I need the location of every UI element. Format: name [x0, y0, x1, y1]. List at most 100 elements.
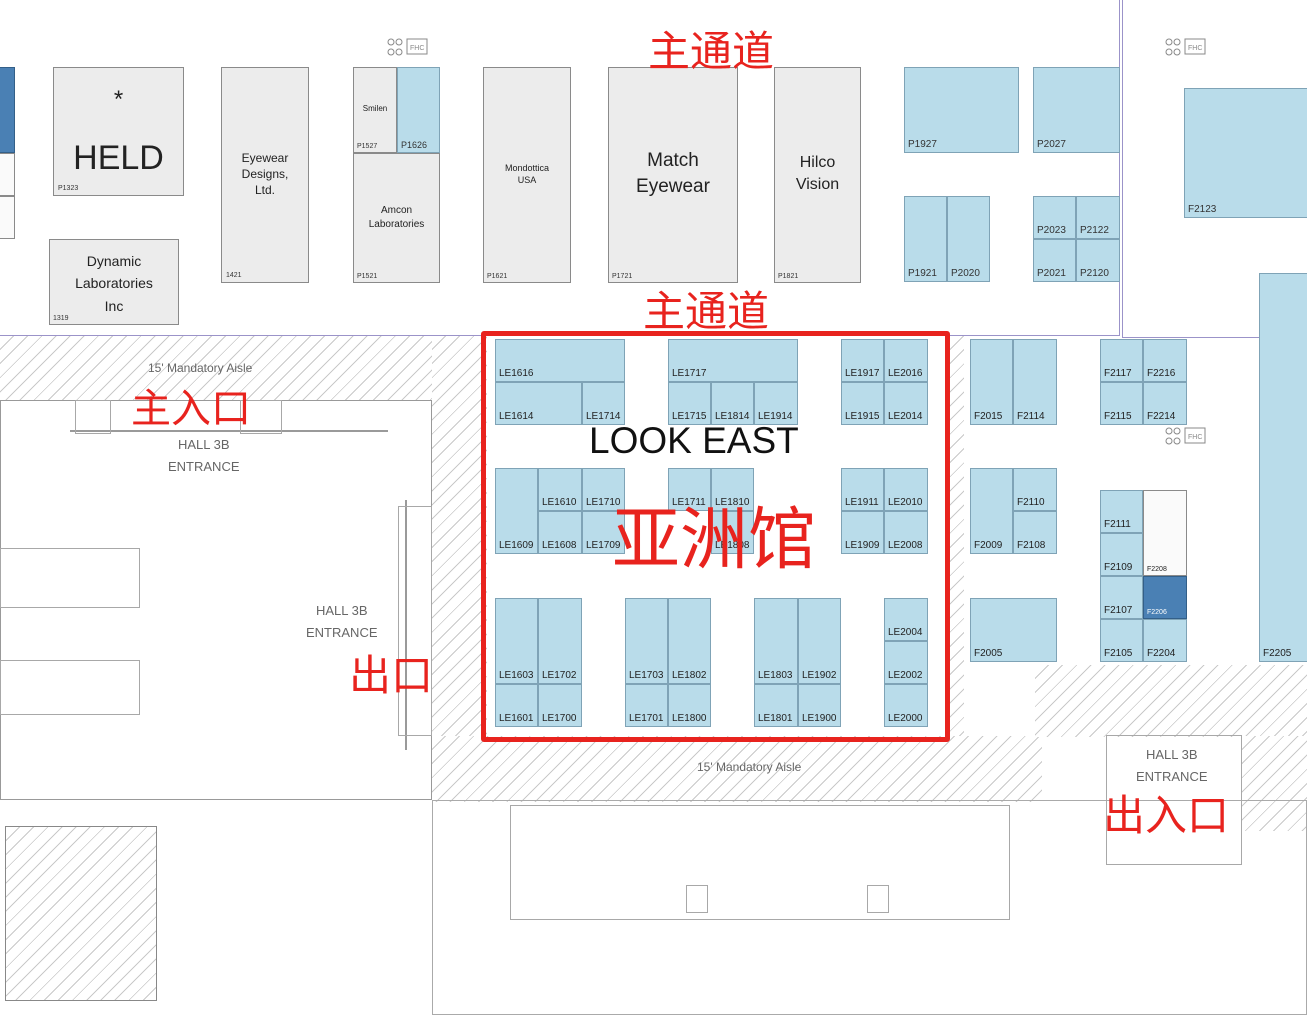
booth-le1914[interactable]: LE1914 — [754, 382, 798, 425]
booth-le1616[interactable]: LE1616 — [495, 339, 625, 382]
booth-p2021[interactable]: P2021 — [1033, 239, 1076, 282]
booth-id: LE1711 — [672, 497, 706, 508]
booth-f2110[interactable]: F2110 — [1013, 468, 1057, 511]
booth-f2208[interactable]: F2208 — [1143, 490, 1187, 576]
booth-id: LE1911 — [845, 497, 879, 508]
entrance-door-right — [240, 400, 282, 434]
booth-le1902[interactable]: LE1902 — [798, 598, 841, 684]
booth-le1810[interactable]: LE1810 — [711, 468, 754, 511]
booth-f2214[interactable]: F2214 — [1143, 382, 1187, 425]
booth-f2109[interactable]: F2109 — [1100, 533, 1143, 576]
booth-le1709[interactable]: LE1709 — [582, 511, 625, 554]
booth-le1915[interactable]: LE1915 — [841, 382, 884, 425]
booth-le1703[interactable]: LE1703 — [625, 598, 668, 684]
booth-id: LE1915 — [845, 411, 880, 422]
booth-le1715[interactable]: LE1715 — [668, 382, 711, 425]
booth-le1808[interactable]: LE1808 — [711, 511, 754, 554]
booth-f2206[interactable]: F2206 — [1143, 576, 1187, 619]
booth-le1814[interactable]: LE1814 — [711, 382, 754, 425]
booth-id: F2109 — [1104, 562, 1133, 573]
booth-f2123[interactable]: F2123 — [1184, 88, 1307, 218]
booth-f2108[interactable]: F2108 — [1013, 511, 1057, 554]
booth-id: F2123 — [1188, 204, 1217, 215]
booth-hilco-vision[interactable]: Hilco Vision P1821 — [774, 67, 861, 283]
hilco-vision-name: Hilco Vision — [795, 154, 840, 193]
mandatory-aisle-left — [432, 336, 487, 801]
booth-le2014[interactable]: LE2014 — [884, 382, 928, 425]
booth-le1917[interactable]: LE1917 — [841, 339, 884, 382]
booth-id: P2027 — [1037, 139, 1066, 150]
booth-partial-left-mid[interactable] — [0, 153, 15, 196]
booth-le2004[interactable]: LE2004 — [884, 598, 928, 641]
booth-f2111[interactable]: F2111 — [1100, 490, 1143, 533]
booth-p2023[interactable]: P2023 — [1033, 196, 1076, 239]
booth-le2002[interactable]: LE2002 — [884, 641, 928, 684]
booth-le2016[interactable]: LE2016 — [884, 339, 928, 382]
booth-p2120[interactable]: P2120 — [1076, 239, 1120, 282]
booth-f2216[interactable]: F2216 — [1143, 339, 1187, 382]
booth-le1700[interactable]: LE1700 — [538, 684, 582, 727]
seating-block-bottom — [0, 660, 140, 715]
entrance-wall-right — [405, 500, 407, 750]
booth-mondottica[interactable]: Mondottica USA P1621 — [483, 67, 571, 283]
booth-eyewear-designs[interactable]: Eyewear Designs, Ltd. 1421 — [221, 67, 309, 283]
booth-le1714[interactable]: LE1714 — [582, 382, 625, 425]
booth-le1800[interactable]: LE1800 — [668, 684, 711, 727]
booth-le2010[interactable]: LE2010 — [884, 468, 928, 511]
booth-f2115[interactable]: F2115 — [1100, 382, 1143, 425]
booth-f2009[interactable]: F2009 — [970, 468, 1013, 554]
booth-le1710[interactable]: LE1710 — [582, 468, 625, 511]
booth-le1603[interactable]: LE1603 — [495, 598, 538, 684]
booth-id: LE1709 — [586, 540, 621, 551]
booth-le1601[interactable]: LE1601 — [495, 684, 538, 727]
booth-id: LE2002 — [888, 670, 923, 681]
booth-f2114[interactable]: F2114 — [1013, 339, 1057, 425]
booth-le2000[interactable]: LE2000 — [884, 684, 928, 727]
booth-p2027[interactable]: P2027 — [1033, 67, 1120, 153]
booth-p1626[interactable]: P1626 — [397, 67, 440, 153]
right-hall-outline — [1122, 0, 1307, 338]
fire-hose-icon: FHC — [1163, 36, 1207, 58]
booth-f2205[interactable]: F2205 — [1259, 273, 1307, 662]
booth-partial-left-top[interactable] — [0, 67, 15, 153]
booth-held[interactable]: * HELD P1323 — [53, 67, 184, 196]
booth-le1717[interactable]: LE1717 — [668, 339, 798, 382]
booth-id: LE1900 — [802, 713, 837, 724]
booth-f2005[interactable]: F2005 — [970, 598, 1057, 662]
booth-le2008[interactable]: LE2008 — [884, 511, 928, 554]
booth-le1802[interactable]: LE1802 — [668, 598, 711, 684]
booth-f2204[interactable]: F2204 — [1143, 619, 1187, 662]
booth-le1614[interactable]: LE1614 — [495, 382, 582, 425]
booth-f2107[interactable]: F2107 — [1100, 576, 1143, 619]
entrance-label-right-line2: ENTRANCE — [1136, 769, 1208, 784]
booth-f2015[interactable]: F2015 — [970, 339, 1013, 425]
booth-id: F2108 — [1017, 540, 1046, 551]
booth-f2117[interactable]: F2117 — [1100, 339, 1143, 382]
booth-p1927[interactable]: P1927 — [904, 67, 1019, 153]
booth-partial-left-low[interactable] — [0, 196, 15, 239]
booth-le1911[interactable]: LE1911 — [841, 468, 884, 511]
booth-le1701[interactable]: LE1701 — [625, 684, 668, 727]
booth-le1803[interactable]: LE1803 — [754, 598, 798, 684]
booth-le1909[interactable]: LE1909 — [841, 511, 884, 554]
booth-smilen[interactable]: Smilen P1527 — [353, 67, 397, 153]
booth-p2122[interactable]: P2122 — [1076, 196, 1120, 239]
booth-le1900[interactable]: LE1900 — [798, 684, 841, 727]
booth-dynamic-laboratories[interactable]: Dynamic Laboratories Inc 1319 — [49, 239, 179, 325]
booth-p2020[interactable]: P2020 — [947, 196, 990, 282]
fire-hose-icon: FHC — [1163, 425, 1207, 447]
booth-le1608[interactable]: LE1608 — [538, 511, 582, 554]
booth-amcon[interactable]: Amcon Laboratories P1521 — [353, 153, 440, 283]
booth-match-eyewear[interactable]: Match Eyewear P1721 — [608, 67, 738, 283]
booth-p1921[interactable]: P1921 — [904, 196, 947, 282]
booth-id: LE2000 — [888, 713, 923, 724]
booth-le1609[interactable]: LE1609 — [495, 468, 538, 554]
booth-le1801[interactable]: LE1801 — [754, 684, 798, 727]
booth-f2105[interactable]: F2105 — [1100, 619, 1143, 662]
booth-le1610[interactable]: LE1610 — [538, 468, 582, 511]
booth-id: F2009 — [974, 540, 1003, 551]
held-name: HELD — [73, 139, 164, 177]
booth-le1702[interactable]: LE1702 — [538, 598, 582, 684]
booth-le1711[interactable]: LE1711 — [668, 468, 711, 511]
booth-id: LE1603 — [499, 670, 534, 681]
